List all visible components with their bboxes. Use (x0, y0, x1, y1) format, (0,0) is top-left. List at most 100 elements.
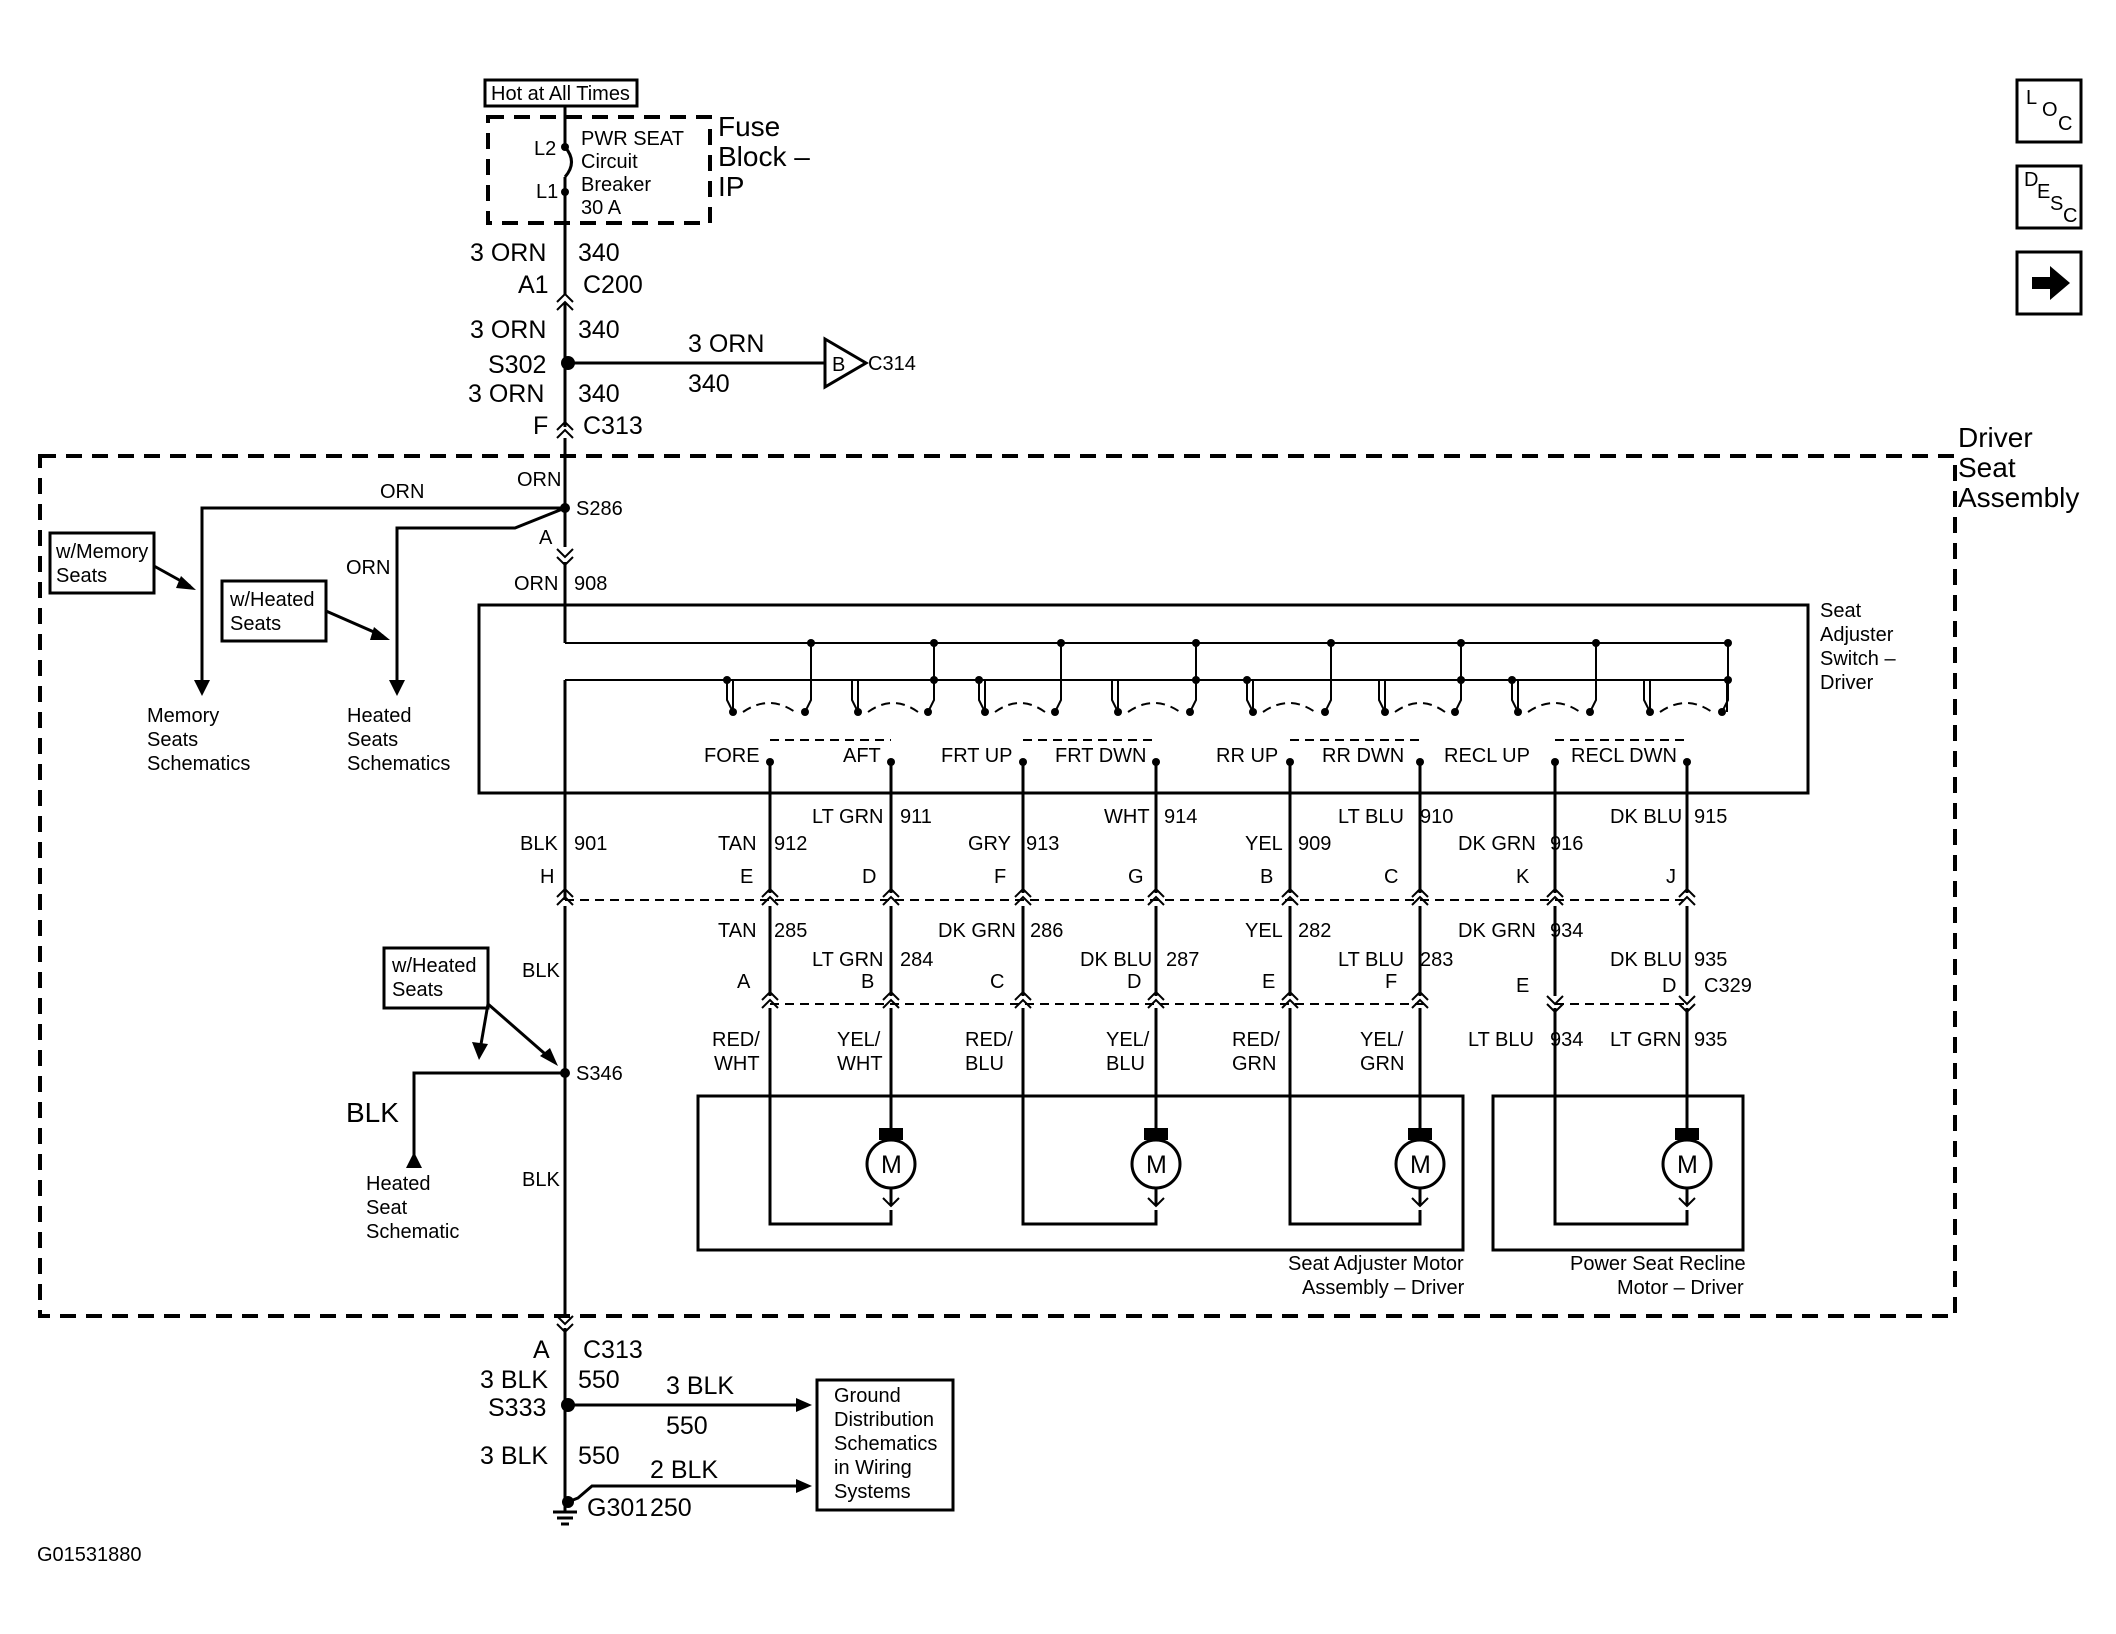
switch-label-frt-up: FRT UP (941, 745, 1013, 767)
wire-ltblu-283-color: LT BLU (1338, 949, 1404, 971)
breaker-label-3: Breaker (581, 174, 651, 196)
switch-terminal-8 (1683, 758, 1691, 766)
switch-name-3: Switch – (1820, 648, 1896, 670)
connector-upper-4 (1147, 887, 1165, 906)
switch-label-aft: AFT (843, 745, 881, 767)
memory-dest-3: Schematics (147, 753, 250, 775)
heated-dest2-1: Heated (366, 1173, 431, 1195)
wire-dkblu-287-color: DK BLU (1080, 949, 1152, 971)
fuse-block-name-1: Fuse (718, 111, 780, 142)
switch-label-frt-dwn: FRT DWN (1055, 745, 1146, 767)
connector-upper-8 (1678, 887, 1696, 906)
desc-button[interactable]: D E S C (2015, 164, 2083, 230)
blk-big: BLK (346, 1097, 399, 1128)
connector-h-symbol (556, 887, 574, 906)
fuse-block-name-3: IP (718, 171, 744, 202)
loc-letter-l: L (2026, 87, 2037, 109)
connector-mid-1 (761, 990, 779, 1009)
switch-terminal-4 (1152, 758, 1160, 766)
switch-label-rr-up: RR UP (1216, 745, 1278, 767)
wire-286-circuit: 286 (1030, 920, 1063, 942)
assembly-name-3: Assembly (1958, 482, 2079, 513)
heated-note-1: w/Heated (229, 589, 315, 611)
wire-283-circuit: 283 (1420, 949, 1453, 971)
loc-button[interactable]: L O C (2015, 78, 2083, 144)
switch-contact-7 (1527, 702, 1581, 713)
pin-f-283: F (1385, 971, 1397, 993)
recline-motor-name-2: Motor – Driver (1617, 1277, 1744, 1299)
orn-908-color: ORN (514, 573, 558, 595)
hot-at-all-times-box (483, 78, 639, 108)
ground-dest-1: Ground (834, 1385, 901, 1407)
wire-913-circuit: 913 (1026, 833, 1059, 855)
ground-dest-3: Schematics (834, 1433, 937, 1455)
breaker-label-1: PWR SEAT (581, 128, 684, 150)
motor-wire-4-b: BLU (1106, 1053, 1145, 1075)
heated-dest-2: Seats (347, 729, 398, 751)
wire-dkgrn-color: DK GRN (1458, 833, 1536, 855)
motor-label-2: M (1146, 1151, 1167, 1179)
switch-return-bus (565, 679, 1728, 712)
branch-wire-3orn: 3 ORN (688, 330, 764, 358)
recline-motor-box (1491, 1094, 1745, 1252)
wire-3orn-top: 3 ORN (470, 239, 546, 267)
connector-c313-top: C313 (583, 412, 643, 440)
recline-motor-name-1: Power Seat Recline (1570, 1253, 1746, 1275)
wire-915-circuit: 915 (1694, 806, 1727, 828)
circuit-908: 908 (574, 573, 607, 595)
circuit-340-low: 340 (578, 380, 620, 408)
switch-name-1: Seat (1820, 600, 1862, 622)
ground-connector-c313: C313 (583, 1336, 643, 1364)
wire-285-circuit: 285 (774, 920, 807, 942)
assembly-name-2: Seat (1958, 452, 2016, 483)
connector-upper-3 (1014, 887, 1032, 906)
ground-dest-4: in Wiring (834, 1457, 912, 1479)
pin-a-285: A (737, 971, 751, 993)
desc-letter-c: C (2063, 205, 2077, 227)
heated-note2-1: w/Heated (391, 955, 477, 977)
memory-seats-note-box (48, 531, 156, 595)
wire-yel-color: YEL (1245, 833, 1283, 855)
heated-dest-1: Heated (347, 705, 412, 727)
next-button[interactable] (2015, 250, 2083, 316)
blk-upper: BLK (522, 960, 560, 982)
pin-f-913: F (994, 866, 1006, 888)
wire-tan-285-color: TAN (718, 920, 757, 942)
switch-terminal-7 (1551, 758, 1559, 766)
heated-dest-3: Schematics (347, 753, 450, 775)
blk-901-circuit: 901 (574, 833, 607, 855)
switch-contact-8 (1659, 702, 1713, 713)
pin-a1: A1 (518, 271, 549, 299)
motor-wire-5-b: GRN (1232, 1053, 1276, 1075)
switch-name-4: Driver (1820, 672, 1874, 694)
connector-mid-3 (1014, 990, 1032, 1009)
splice-s302: S302 (488, 351, 546, 379)
ground-branch-circuit-1: 550 (666, 1412, 708, 1440)
motor-wire-4-a: YEL/ (1106, 1029, 1150, 1051)
seat-motor-name-2: Assembly – Driver (1302, 1277, 1465, 1299)
connector-upper-5 (1281, 887, 1299, 906)
seat-motor-name-1: Seat Adjuster Motor (1288, 1253, 1464, 1275)
branch-circuit-340: 340 (688, 370, 730, 398)
hot-at-all-times-label: Hot at All Times (491, 83, 630, 105)
pin-j-915: J (1666, 866, 1676, 888)
orn-top: ORN (517, 469, 561, 491)
seat-adjuster-switch-box (477, 603, 1810, 795)
connector-upper-7 (1546, 887, 1564, 906)
circuit-340-mid: 340 (578, 316, 620, 344)
wire-dkblu-color: DK BLU (1610, 806, 1682, 828)
pin-k-916: K (1516, 866, 1530, 888)
memory-dest-1: Memory (147, 705, 219, 727)
motor-wire-3-a: RED/ (965, 1029, 1013, 1051)
blk-901-pin: H (540, 866, 554, 888)
wire-910-circuit: 910 (1420, 806, 1453, 828)
connector-upper-1 (761, 887, 779, 906)
motor-brush-top-1 (879, 1128, 903, 1140)
wire-282-circuit: 282 (1298, 920, 1331, 942)
connector-mid-5 (1281, 990, 1299, 1009)
splice-s333: S333 (488, 1394, 546, 1422)
wire-916-circuit: 916 (1550, 833, 1583, 855)
recline-wire-935: 935 (1694, 1029, 1727, 1051)
